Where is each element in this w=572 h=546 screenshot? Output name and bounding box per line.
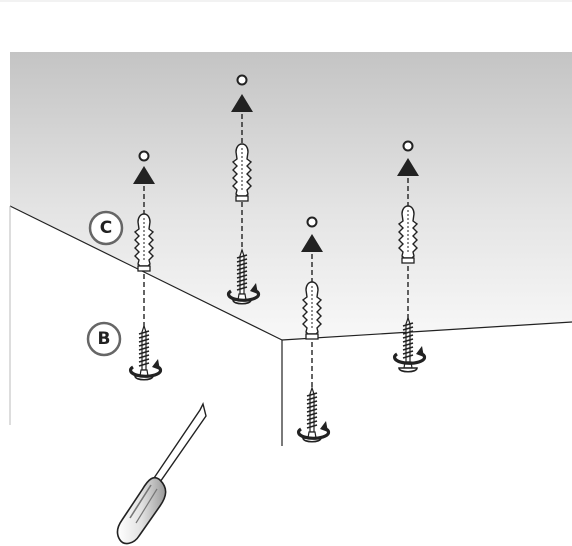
label-b-ring [86,321,122,357]
assembly-3 [296,216,331,443]
drill-hole-icon [236,74,248,86]
label-c: C [88,210,124,246]
screwdriver-icon [116,401,207,545]
wall-anchor-icon [302,281,322,340]
assembly-2 [226,74,261,305]
ceiling-edge-left [9,205,283,341]
room [0,0,572,446]
label-b-text: B [98,329,111,349]
screw-icon [302,387,322,443]
ceiling-surface [10,52,572,340]
label-c-text: C [100,218,112,238]
label-c-ring [88,210,124,246]
wall-anchor-icon [134,213,154,272]
drill-hole-icon [402,140,414,152]
ceiling-edge-right [281,321,572,341]
drill-hole-icon [306,216,318,228]
assembly-1 [128,150,163,381]
label-b: B [86,321,122,357]
wall-anchor-icon [232,143,252,202]
drill-hole-icon [138,150,150,162]
wall-anchor-icon [398,205,418,264]
screw-icon [134,325,154,381]
assembly-4 [392,140,427,373]
